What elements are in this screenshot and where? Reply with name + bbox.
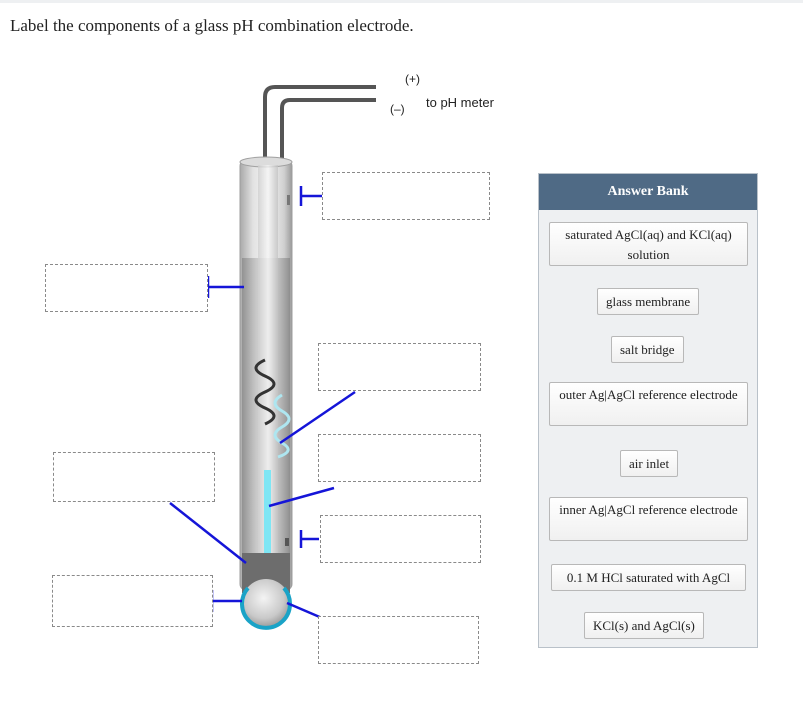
drop-zone-7[interactable] bbox=[52, 575, 213, 627]
drop-zone-1[interactable] bbox=[322, 172, 490, 220]
answer-chip-inner-reference[interactable]: inner Ag|AgCl reference electrode bbox=[549, 497, 748, 541]
inner-glass-tube bbox=[258, 165, 278, 575]
glass-bulb bbox=[242, 579, 290, 627]
outer-reference-coil bbox=[254, 358, 276, 426]
drop-zone-3[interactable] bbox=[318, 343, 481, 391]
inner-reference-coil bbox=[273, 393, 291, 459]
inner-solution-column bbox=[264, 470, 271, 585]
drop-zone-6[interactable] bbox=[320, 515, 481, 563]
negative-wire bbox=[280, 98, 376, 395]
answer-chip-glass-membrane[interactable]: glass membrane bbox=[597, 288, 700, 315]
leader-line-coil bbox=[279, 390, 356, 445]
answer-chip-kcl-agcl-solid[interactable]: KCl(s) and AgCl(s) bbox=[584, 612, 704, 639]
minus-label: (–) bbox=[390, 102, 405, 116]
answer-chip-salt-bridge[interactable]: salt bridge bbox=[611, 336, 684, 363]
drop-zone-4[interactable] bbox=[318, 434, 481, 482]
positive-wire bbox=[263, 85, 376, 430]
salt-bridge-marker bbox=[285, 538, 289, 546]
drop-zone-2[interactable] bbox=[45, 264, 208, 312]
air-inlet-marker bbox=[287, 195, 290, 205]
answer-chip-air-inlet[interactable]: air inlet bbox=[620, 450, 679, 477]
answer-chip-saturated-solution[interactable]: saturated AgCl(aq) and KCl(aq) solution bbox=[549, 222, 748, 266]
question-text: Label the components of a glass pH combi… bbox=[10, 16, 414, 35]
top-divider bbox=[0, 0, 803, 3]
answer-bank: Answer Bank saturated AgCl(aq) and KCl(a… bbox=[538, 173, 758, 648]
answer-bank-title: Answer Bank bbox=[539, 174, 757, 210]
drop-zone-5[interactable] bbox=[53, 452, 215, 502]
drop-zone-8[interactable] bbox=[318, 616, 479, 664]
leader-line-membrane bbox=[286, 601, 323, 620]
to-ph-meter-label: to pH meter bbox=[426, 95, 495, 110]
leader-line-kcl bbox=[169, 502, 247, 564]
answer-chip-hcl-solution[interactable]: 0.1 M HCl saturated with AgCl bbox=[551, 564, 746, 591]
answer-chip-outer-reference[interactable]: outer Ag|AgCl reference electrode bbox=[549, 382, 748, 426]
plus-label: (+) bbox=[405, 72, 420, 86]
glass-membrane-outline bbox=[240, 586, 292, 630]
leader-line-inner-solution bbox=[268, 486, 335, 508]
